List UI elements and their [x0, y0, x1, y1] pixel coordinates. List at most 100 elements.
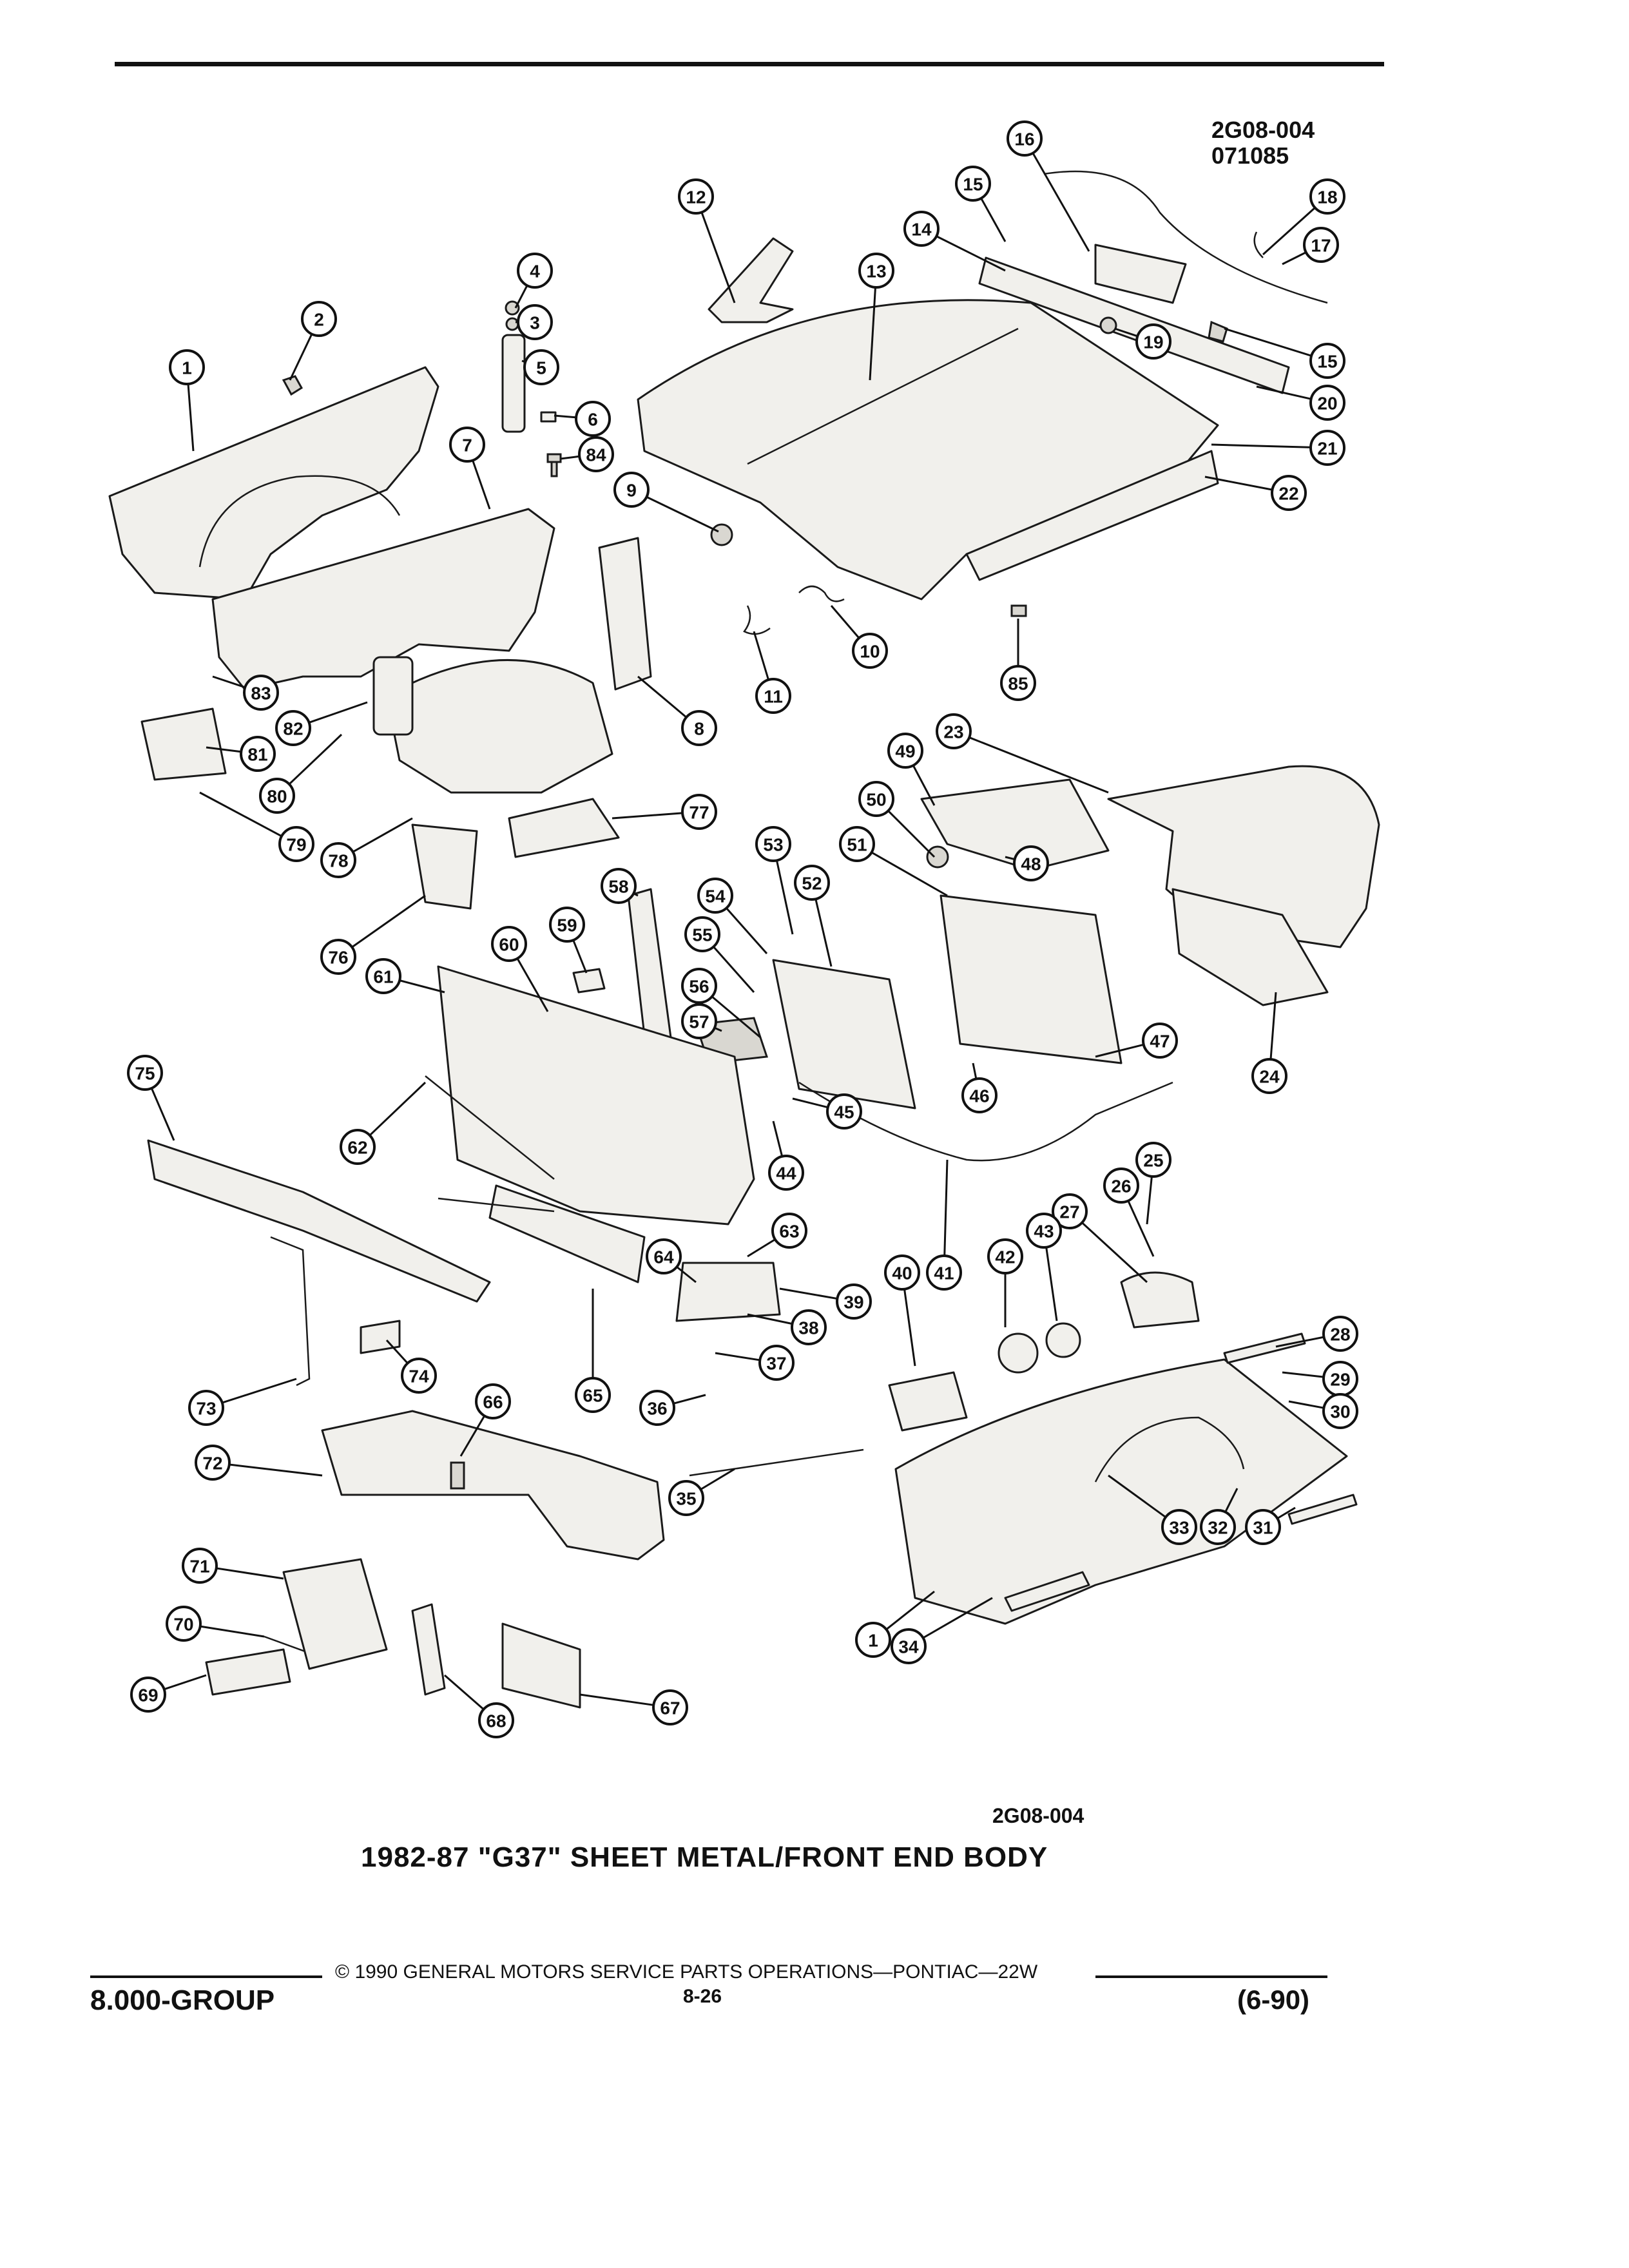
callout-85: 85: [1000, 665, 1036, 701]
callout-circle: [794, 865, 830, 901]
callout-leader-64: [676, 1266, 697, 1283]
callout-circle: [1103, 1168, 1139, 1204]
callout-leader-13: [869, 287, 876, 381]
callout-leader-1: [187, 383, 195, 452]
callout-circle: [320, 842, 356, 878]
callout-81: 81: [240, 736, 276, 772]
callout-1: 1: [855, 1622, 891, 1658]
callout-leader-66: [459, 1415, 486, 1457]
callout-circle: [275, 710, 311, 746]
callout-circle: [575, 401, 611, 437]
callout-circle: [884, 1254, 920, 1291]
callout-number: 36: [647, 1399, 667, 1419]
callout-68: 68: [478, 1702, 514, 1738]
callout-circle: [858, 781, 894, 817]
callout-leader-62: [369, 1081, 427, 1137]
callout-leader-61: [399, 979, 445, 994]
callout-leader-45: [792, 1097, 829, 1109]
callout-34: 34: [891, 1628, 927, 1664]
callout-circle: [169, 349, 205, 385]
callout-leader-38: [747, 1313, 793, 1325]
callout-circle: [1309, 385, 1345, 421]
callout-31: 31: [1245, 1509, 1281, 1545]
support-brace-part: [147, 1139, 491, 1303]
callout-circle: [891, 1628, 927, 1664]
callout-number: 28: [1330, 1325, 1350, 1345]
callout-circle: [517, 253, 553, 289]
callout-leader-43: [1045, 1247, 1058, 1321]
fender-right-part: [894, 1358, 1348, 1625]
callout-leader-74: [385, 1339, 409, 1364]
callout-circle: [1309, 343, 1345, 379]
callout-leader-63: [747, 1238, 776, 1258]
callout-number: 12: [686, 187, 706, 207]
callout-circle: [195, 1445, 231, 1481]
callout-number: 24: [1259, 1067, 1280, 1087]
callout-circle: [758, 1345, 795, 1381]
callout-36: 36: [639, 1390, 675, 1426]
callout-number: 5: [536, 358, 546, 378]
callout-circle: [1245, 1509, 1281, 1545]
callout-circle: [1322, 1316, 1358, 1352]
callout-circle: [365, 958, 401, 994]
callout-1: 1: [169, 349, 205, 385]
callout-20: 20: [1309, 385, 1345, 421]
callout-number: 65: [583, 1386, 602, 1406]
fan-shroud-part: [1107, 765, 1380, 948]
callout-leader-6: [554, 414, 577, 419]
callout-circle: [578, 436, 614, 472]
callout-leader-80: [288, 733, 343, 785]
callout-circle: [836, 1283, 872, 1320]
callout-10: 10: [852, 633, 888, 669]
callout-number: 64: [653, 1247, 674, 1267]
callout-18: 18: [1309, 178, 1345, 215]
callout-leader-82: [309, 701, 368, 724]
callout-58: 58: [601, 868, 637, 904]
callout-leader-31: [1277, 1506, 1296, 1519]
callout-69: 69: [130, 1677, 166, 1713]
callout-number: 60: [499, 935, 519, 955]
callout-leader-69: [164, 1674, 207, 1691]
callout-circle: [188, 1390, 224, 1426]
callout-circle: [259, 778, 295, 814]
callout-leader-26: [1127, 1200, 1155, 1257]
callout-circle: [639, 1390, 675, 1426]
callout-circle: [575, 1377, 611, 1413]
callout-8: 8: [681, 710, 717, 746]
callout-circle: [182, 1548, 218, 1584]
callout-number: 57: [689, 1012, 709, 1032]
callout-circle: [301, 301, 337, 337]
callout-number: 76: [328, 948, 348, 968]
callout-78: 78: [320, 842, 356, 878]
callout-leader-30: [1288, 1400, 1324, 1409]
callout-number: 70: [173, 1615, 193, 1635]
parking-lamp-part: [205, 1648, 291, 1696]
callout-37: 37: [758, 1345, 795, 1381]
footer-rule-left: [90, 1975, 322, 1978]
callout-leader-72: [229, 1463, 323, 1477]
callout-circle: [523, 349, 559, 385]
callout-leader-14: [936, 235, 1006, 272]
callout-33: 33: [1161, 1509, 1197, 1545]
callout-circle: [771, 1213, 807, 1249]
callout-leader-16: [1032, 152, 1090, 252]
callout-number: 41: [934, 1264, 954, 1283]
callout-43: 43: [1026, 1213, 1062, 1249]
callout-46: 46: [961, 1077, 998, 1113]
callout-number: 59: [557, 916, 577, 936]
callout-circle: [1000, 665, 1036, 701]
callout-circle: [1251, 1058, 1287, 1094]
callout-leader-33: [1108, 1474, 1166, 1518]
callout-leader-56: [711, 995, 761, 1039]
callout-circle: [449, 427, 485, 463]
callout-leader-40: [903, 1289, 916, 1367]
part-illustrations: [108, 170, 1380, 1709]
callout-leader-73: [222, 1378, 297, 1404]
callout-22: 22: [1271, 475, 1307, 511]
callout-number: 82: [283, 719, 303, 739]
callout-51: 51: [839, 826, 875, 862]
callout-leader-60: [516, 957, 549, 1012]
callout-leader-24: [1269, 992, 1277, 1060]
callout-circle: [858, 253, 894, 289]
